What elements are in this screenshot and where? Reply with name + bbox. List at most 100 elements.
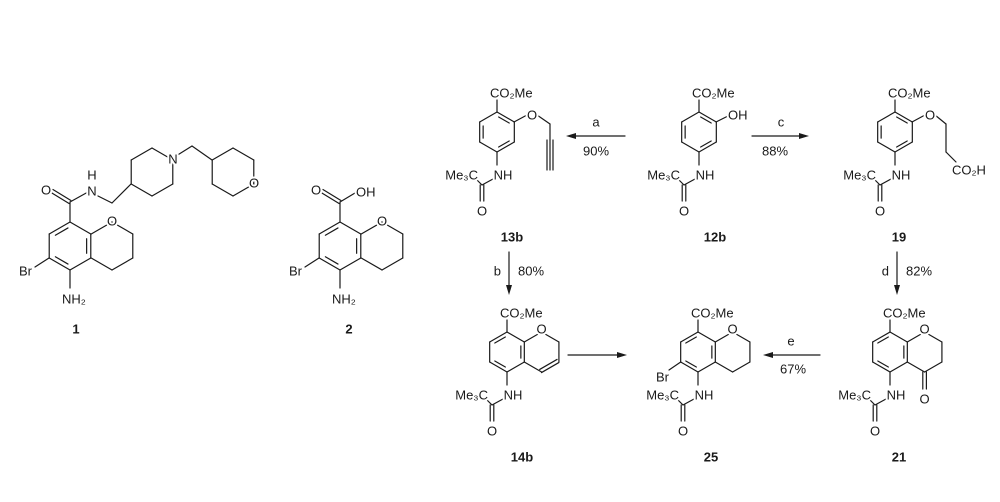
double-bond	[539, 358, 558, 371]
ether-oxygen-label: O	[527, 107, 537, 122]
step-a-letter: a	[592, 114, 600, 129]
bond	[540, 331, 560, 343]
bond	[911, 114, 926, 123]
bond	[491, 398, 504, 406]
bond	[69, 191, 89, 203]
ring-bond	[697, 361, 716, 373]
bond	[175, 145, 193, 157]
ester-label: CO₂Me	[888, 85, 931, 100]
bond	[111, 221, 134, 235]
aromatic-bond	[685, 360, 697, 368]
aromatic-bond	[494, 336, 506, 344]
ring-bond	[894, 141, 913, 153]
ring-bond	[894, 111, 913, 123]
bond	[191, 145, 213, 161]
double-bond	[322, 188, 342, 202]
aromatic-bond	[494, 360, 506, 368]
nh-label: NH	[892, 167, 911, 182]
aromatic-bond	[498, 116, 510, 124]
arrow-e-head	[763, 352, 773, 358]
aromatic-bond	[54, 227, 69, 236]
ring-bond	[232, 183, 255, 197]
ring-bond	[48, 221, 71, 235]
ring-bond	[130, 147, 153, 161]
bond	[523, 361, 543, 373]
ring-oxygen-label: O	[107, 213, 117, 228]
double-bond	[320, 191, 340, 205]
aromatic-bond	[498, 140, 510, 148]
ring-bond	[339, 221, 362, 235]
bond	[304, 257, 320, 268]
hydroxyl-label: OH	[356, 184, 376, 199]
ester-label: CO₂Me	[883, 305, 926, 320]
bond	[111, 257, 134, 271]
aromatic-bond	[685, 336, 697, 344]
bonds-layer	[34, 99, 957, 422]
step-d-yield: 82%	[906, 263, 932, 278]
piperidine-nitrogen-label: N	[168, 151, 177, 166]
tert-butyl-label: Me₃C	[455, 387, 488, 402]
double-bond	[50, 191, 70, 205]
step-d-letter: d	[882, 263, 889, 278]
bond	[339, 192, 356, 203]
ether-oxygen-label: O	[925, 107, 935, 122]
bond	[879, 178, 892, 186]
bond	[906, 331, 926, 343]
ring-bond	[48, 257, 71, 271]
ring-bond	[130, 183, 153, 197]
arrow-c-head	[799, 133, 809, 139]
nh-label: NH	[494, 167, 513, 182]
tert-butyl-label: Me₃C	[646, 387, 679, 402]
acid-oxygen-label: O	[311, 182, 321, 197]
ring-bond	[479, 111, 498, 123]
amide-oxygen-label: O	[875, 203, 885, 218]
ring-bond	[680, 361, 699, 373]
ring-oxygen-label: O	[377, 213, 387, 228]
compound-label-2: 2	[345, 321, 352, 336]
ring-bond	[889, 331, 908, 343]
ring-bond	[496, 141, 515, 153]
bond	[731, 361, 751, 373]
double-bond	[52, 188, 72, 202]
bond	[536, 114, 551, 125]
ring-bond	[211, 147, 234, 161]
compound-label-25: 25	[704, 449, 718, 464]
bond	[485, 398, 493, 406]
step-e-yield: 67%	[780, 361, 806, 376]
oxane-oxygen-label: O	[249, 175, 259, 190]
bond	[360, 257, 383, 271]
bond	[111, 183, 132, 204]
ring-bond	[69, 257, 92, 271]
aromatic-bond	[896, 140, 908, 148]
bond	[682, 398, 695, 406]
bond	[683, 178, 696, 186]
ring-oxygen-label: O	[537, 321, 547, 336]
aromatic-bond	[877, 336, 889, 344]
bond	[677, 178, 685, 186]
arrow-a-head	[566, 133, 576, 139]
aromatic-bond	[324, 256, 339, 265]
ring-bond	[151, 183, 174, 197]
ester-label: CO₂Me	[490, 85, 533, 100]
bromo-label: Br	[656, 369, 670, 384]
step-c-yield: 88%	[762, 143, 788, 158]
ring-oxygen-label: O	[920, 321, 930, 336]
bond	[381, 257, 404, 271]
arrow-14b-to-25-head	[617, 352, 627, 358]
ring-bond	[489, 331, 508, 343]
step-e-letter: e	[787, 333, 794, 348]
ring-oxygen-label: O	[728, 321, 738, 336]
ring-bond	[211, 183, 234, 197]
tert-butyl-label: Me₃C	[843, 167, 876, 182]
step-b-letter: b	[494, 263, 501, 278]
aromatic-bond	[896, 116, 908, 124]
compound-label-1: 1	[72, 321, 79, 336]
arrow-d-head	[894, 285, 900, 295]
compound-label-21: 21	[892, 449, 906, 464]
bond	[360, 221, 383, 235]
compound-label-19: 19	[892, 229, 906, 244]
ester-label: CO₂Me	[691, 305, 734, 320]
compound-label-12b: 12b	[704, 229, 726, 244]
bond	[95, 194, 113, 204]
bond	[923, 361, 943, 373]
